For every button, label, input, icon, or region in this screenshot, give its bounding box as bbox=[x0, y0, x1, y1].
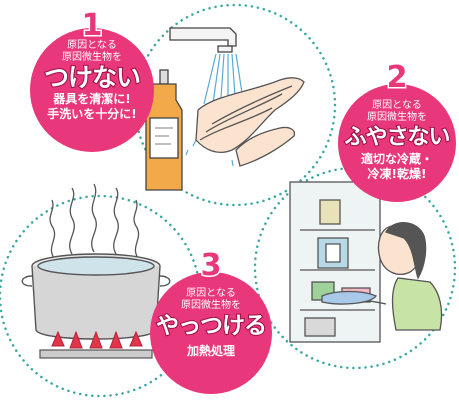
soap-bottle-icon bbox=[145, 69, 183, 191]
pot-icon bbox=[21, 253, 171, 340]
step-1-number: 1 bbox=[80, 7, 104, 45]
step-3-action: やっつける bbox=[155, 312, 268, 340]
faucet-icon bbox=[169, 27, 237, 53]
step-3-detail-line1: 加熱処理 bbox=[186, 344, 235, 358]
dotted-circle-1 bbox=[133, 3, 337, 207]
hands-icon bbox=[195, 77, 305, 167]
step-2-action: ふやさない bbox=[343, 124, 451, 151]
fridge-icon bbox=[289, 181, 381, 343]
step-1-detail-line1: 器具を清潔に! bbox=[53, 92, 131, 106]
step-2-number: 2 bbox=[385, 59, 409, 97]
step-1-badge: 1 原因となる 原因微生物を つけない 器具を清潔に! 手洗いを十分に! bbox=[30, 7, 154, 152]
step-1-pre-line2: 原因微生物を bbox=[62, 52, 122, 63]
flame-icon bbox=[51, 330, 143, 349]
person-icon bbox=[321, 222, 443, 331]
stove-icon bbox=[39, 349, 153, 359]
step-3-badge: 3 原因となる 原因微生物を やっつける 加熱処理 bbox=[150, 247, 272, 394]
step-1-action: つけない bbox=[43, 63, 142, 93]
step-2-detail-line2: 冷凍!乾燥! bbox=[367, 167, 427, 181]
step-2-pre-line1: 原因となる bbox=[372, 100, 422, 111]
step-3-pre-line1: 原因となる bbox=[186, 288, 236, 299]
steam-icon bbox=[49, 183, 140, 259]
step-3-number: 3 bbox=[199, 247, 223, 285]
step-1-detail-line2: 手洗いを十分に! bbox=[47, 107, 137, 121]
step-2-badge: 2 原因となる 原因微生物を ふやさない 適切な冷蔵・ 冷凍!乾燥! bbox=[338, 59, 456, 202]
step-2-pre-line2: 原因微生物を bbox=[367, 112, 427, 123]
step-3-pre-line2: 原因微生物を bbox=[181, 300, 241, 311]
step-1-pre-line1: 原因となる bbox=[67, 40, 117, 51]
step-2-detail-line1: 適切な冷蔵・ bbox=[360, 152, 433, 166]
